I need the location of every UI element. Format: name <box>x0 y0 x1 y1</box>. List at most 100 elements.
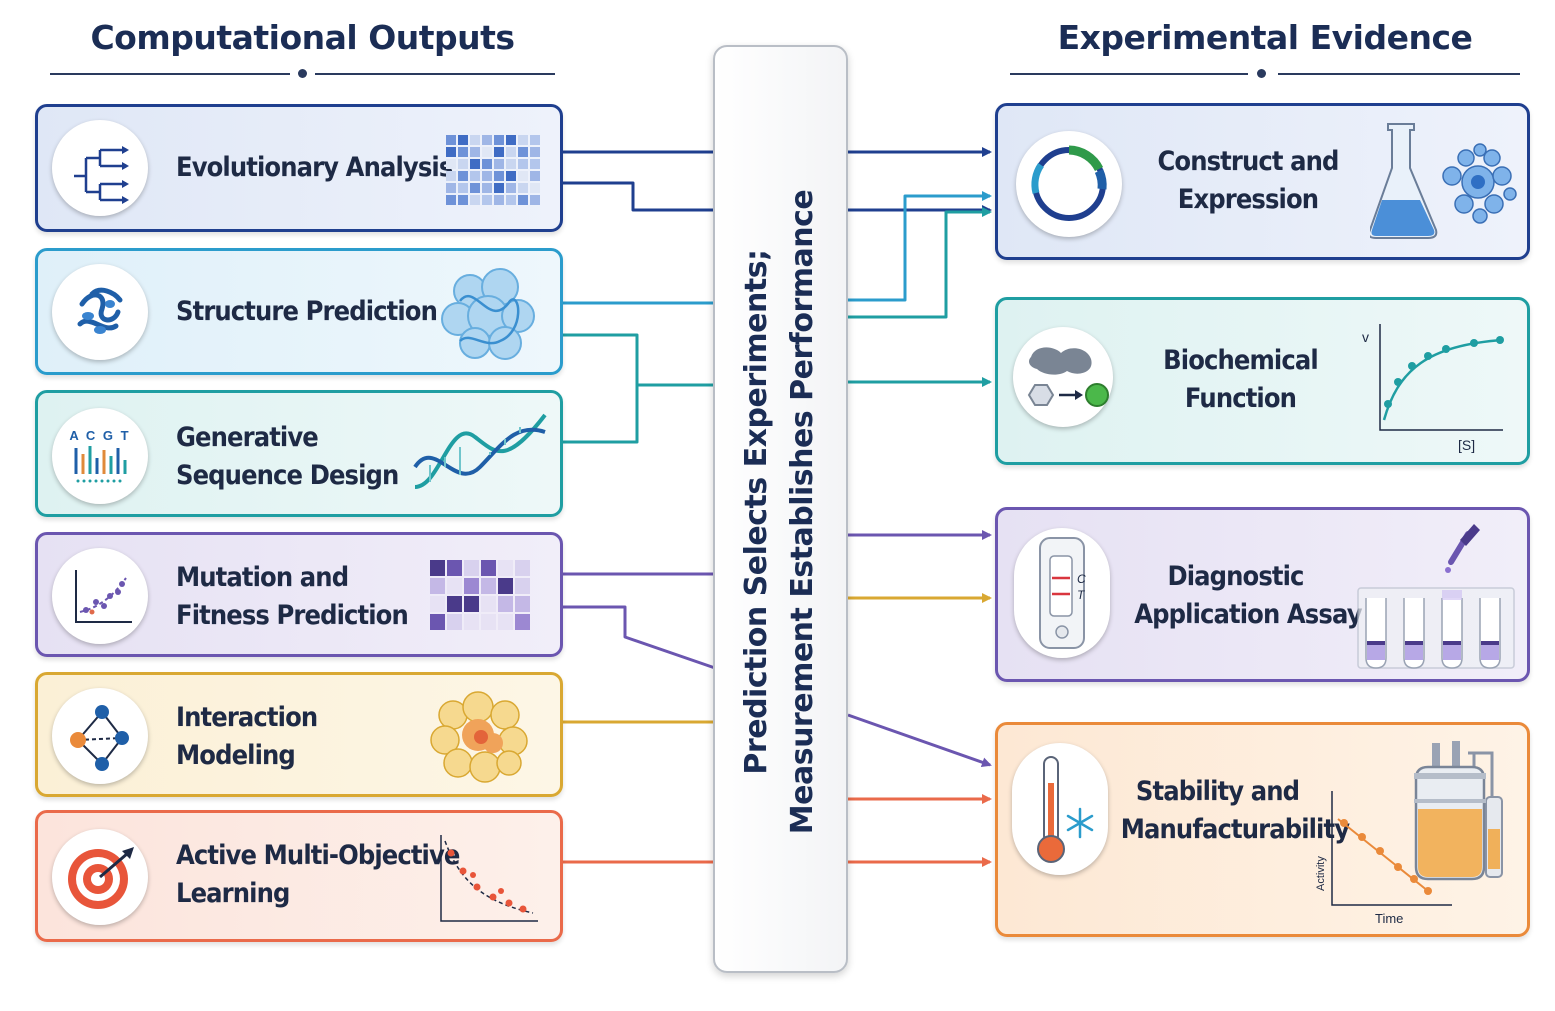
left-header-rule-right <box>315 73 555 75</box>
computational-outputs-header: Computational Outputs <box>90 18 515 57</box>
heatmap-tile <box>482 183 492 193</box>
heatmap-tile <box>464 614 479 630</box>
heatmap-tile <box>458 195 468 205</box>
heatmap-tile <box>506 171 516 181</box>
heatmap-tile <box>470 171 480 181</box>
heatmap-tile <box>446 135 456 145</box>
heatmap-tile <box>498 578 513 594</box>
right-header-dot <box>1257 69 1266 78</box>
test-strip-icon: C T <box>1014 528 1110 658</box>
heatmap-tile <box>430 614 445 630</box>
heatmap-tile <box>481 578 496 594</box>
heatmap-tile <box>458 183 468 193</box>
heatmap-tile <box>481 560 496 576</box>
stability-y-label: Activity <box>1315 856 1327 891</box>
heatmap-tile <box>530 147 540 157</box>
stability-x-label: Time <box>1375 911 1403 926</box>
msa-heatmap-art <box>446 135 540 205</box>
center-bar <box>713 45 848 973</box>
experimental-evidence-header: Experimental Evidence <box>1057 18 1473 57</box>
heatmap-tile <box>470 183 480 193</box>
heatmap-tile <box>470 159 480 169</box>
heatmap-tile <box>446 147 456 157</box>
dna-letters: A C G T <box>69 428 130 443</box>
bioreactor-art <box>1414 741 1503 881</box>
heatmap-tile <box>447 596 462 612</box>
heatmap-tile <box>506 135 516 145</box>
heatmap-tile <box>482 147 492 157</box>
target-icon <box>52 829 148 925</box>
strip-c-label: C <box>1077 572 1086 586</box>
flask-and-cells-art <box>1370 123 1517 239</box>
dna-helix-art <box>413 413 547 489</box>
heatmap-tile <box>518 183 528 193</box>
heatmap-tile <box>515 614 530 630</box>
protein-ribbon-icon <box>52 264 148 360</box>
heatmap-tile <box>494 183 504 193</box>
kinetics-x-label: [S] <box>1458 437 1475 453</box>
heatmap-tile <box>446 183 456 193</box>
heatmap-tile <box>494 147 504 157</box>
card-evolutionary-analysis: Evolutionary Analysis <box>35 104 563 232</box>
phylogenetic-tree-icon <box>52 120 148 216</box>
pareto-front-art <box>440 835 538 922</box>
center-line-1: Prediction Selects Experiments; <box>739 249 774 775</box>
heatmap-tile <box>470 147 480 157</box>
heatmap-tile <box>446 171 456 181</box>
protein-complex-art <box>430 691 528 783</box>
heatmap-tile <box>482 159 492 169</box>
output-label: Evolutionary Analysis <box>176 152 453 183</box>
left-header-rule <box>50 73 290 75</box>
heatmap-tile <box>458 147 468 157</box>
enzyme-substrate-icon <box>1013 327 1113 427</box>
kinetics-curve-art: v [S] <box>1362 324 1504 453</box>
right-header-rule <box>1010 73 1248 75</box>
heatmap-tile <box>446 159 456 169</box>
kinetics-y-label: v <box>1362 329 1369 345</box>
scatter-plot-icon <box>52 548 148 644</box>
heatmap-tile <box>481 596 496 612</box>
heatmap-tile <box>506 195 516 205</box>
heatmap-tile <box>530 135 540 145</box>
heatmap-tile <box>482 135 492 145</box>
heatmap-tile <box>518 195 528 205</box>
heatmap-tile <box>470 195 480 205</box>
heatmap-tile <box>530 171 540 181</box>
heatmap-tile <box>494 195 504 205</box>
heatmap-tile <box>430 578 445 594</box>
stability-chart-art: Activity Time <box>1315 791 1452 926</box>
heatmap-tile <box>518 147 528 157</box>
card-structure-prediction: Structure Prediction <box>35 248 563 375</box>
heatmap-tile <box>506 183 516 193</box>
heatmap-tile <box>494 159 504 169</box>
heatmap-tile <box>464 560 479 576</box>
protein-structure-art <box>441 268 535 360</box>
thermometer-icon <box>1012 743 1108 875</box>
heatmap-tile <box>481 614 496 630</box>
heatmap-tile <box>470 135 480 145</box>
assay-tubes-art <box>1357 524 1515 669</box>
heatmap-tile <box>482 195 492 205</box>
heatmap-tile <box>530 159 540 169</box>
heatmap-tile <box>464 596 479 612</box>
heatmap-tile <box>515 596 530 612</box>
heatmap-tile <box>498 560 513 576</box>
heatmap-tile <box>458 159 468 169</box>
center-line-2: Measurement Establishes Performance <box>785 189 820 835</box>
heatmap-tile <box>447 578 462 594</box>
heatmap-tile <box>498 596 513 612</box>
heatmap-tile <box>518 159 528 169</box>
